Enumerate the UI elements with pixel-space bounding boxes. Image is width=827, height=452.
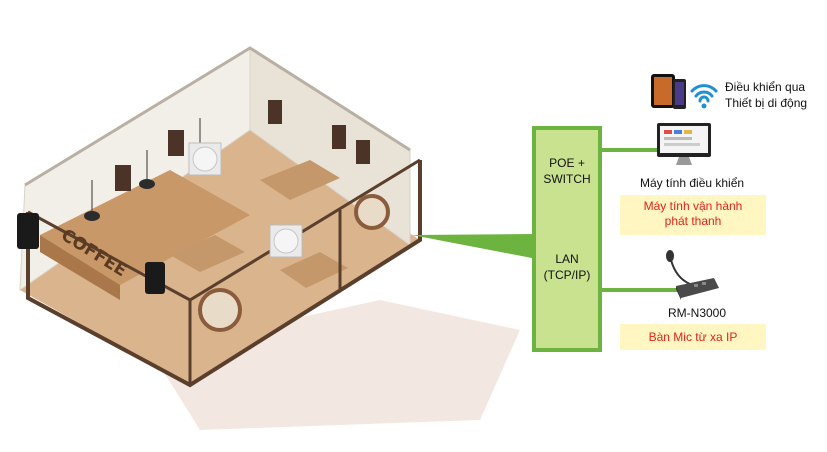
lan-label-line2: (TCP/IP) bbox=[543, 268, 591, 282]
wall-picture bbox=[332, 125, 346, 149]
pc-role-line1: Máy tính vận hành bbox=[643, 199, 743, 213]
wall-speaker bbox=[145, 262, 165, 294]
wall-picture bbox=[268, 100, 282, 124]
poe-switch-box: POE + SWITCH LAN (TCP/IP) bbox=[532, 126, 602, 352]
switch-label-line1: POE + bbox=[549, 156, 585, 170]
counter bbox=[40, 170, 250, 285]
pc-role-label: Máy tính vận hành phát thanh bbox=[620, 195, 766, 235]
mobile-devices bbox=[651, 74, 718, 109]
wall-picture bbox=[168, 130, 184, 156]
wifi-icon bbox=[690, 84, 718, 103]
pc-title: Máy tính điều khiển bbox=[640, 176, 745, 190]
switch-label-line2: SWITCH bbox=[543, 172, 591, 186]
mic-station-icon bbox=[666, 250, 719, 300]
table bbox=[170, 235, 245, 272]
pc-role-line2: phát thanh bbox=[664, 214, 722, 228]
coffee-logo bbox=[354, 194, 390, 230]
pendant-lamp bbox=[139, 179, 155, 189]
wall-picture bbox=[115, 165, 131, 191]
mic-role-label: Bàn Mic từ xa IP bbox=[620, 324, 766, 350]
mobile-label-line2: Thiết bị di động bbox=[725, 96, 808, 110]
table bbox=[280, 252, 348, 288]
wall-speaker bbox=[17, 213, 39, 249]
lan-label-line1: LAN bbox=[555, 252, 579, 266]
wall-picture bbox=[356, 140, 370, 164]
coffee-logo bbox=[198, 288, 242, 332]
table bbox=[260, 160, 340, 200]
pendant-lamp bbox=[84, 211, 100, 221]
mobile-label-line1: Điều khiển qua bbox=[725, 80, 806, 94]
mic-model: RM-N3000 bbox=[668, 306, 727, 320]
cafe-illustration: COFFEE bbox=[17, 46, 520, 430]
control-pc-icon bbox=[657, 123, 711, 165]
